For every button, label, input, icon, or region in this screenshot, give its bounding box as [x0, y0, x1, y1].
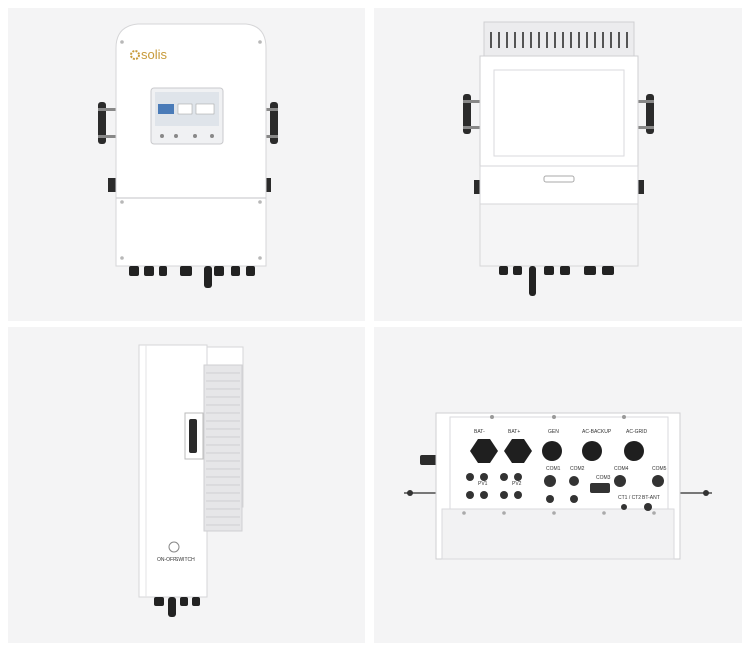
inverter-back-image [463, 21, 654, 296]
solis-logo: solis [130, 47, 168, 62]
inverter-bottom-image: BAT- BAT+ GEN AC-BACKUP AC-GRID COM1 COM… [404, 412, 712, 560]
back-view-panel [374, 8, 742, 321]
svg-text:solis: solis [141, 47, 168, 62]
port-label-com2: COM2 [570, 466, 585, 472]
port-label-gen: GEN [548, 429, 559, 435]
port-label-ct: CT1 / CT2 [618, 495, 641, 501]
port-label-com5: COM5 [652, 466, 667, 472]
left-handle [98, 102, 106, 144]
port-label-bt-ant: BT-ANT [642, 495, 660, 501]
port-label-ac-backup: AC-BACKUP [582, 429, 612, 435]
heatsink-mesh [203, 364, 243, 532]
back-connectors [499, 266, 614, 296]
front-connectors [129, 266, 255, 288]
on-off-switch [168, 541, 180, 553]
port-label-com3: COM3 [596, 475, 611, 481]
side-body [138, 344, 208, 598]
port-label-pv2: PV2 [512, 481, 522, 487]
port-label-bat-plus: BAT+ [508, 429, 520, 435]
bottom-view-panel: BAT- BAT+ GEN AC-BACKUP AC-GRID COM1 COM… [374, 327, 742, 643]
inverter-body [115, 23, 267, 267]
switch-label-2: SWITCH [175, 557, 195, 563]
port-label-com1: COM1 [546, 466, 561, 472]
main-connectors [470, 439, 644, 463]
right-handle [270, 102, 278, 144]
front-view-panel: solis [8, 8, 365, 321]
port-label-com4: COM4 [614, 466, 629, 472]
port-label-pv1: PV1 [478, 481, 488, 487]
inverter-front-image: solis [98, 23, 278, 288]
inverter-side-image: ON-OFF SWITCH [138, 344, 244, 617]
port-label-bat-minus: BAT- [474, 429, 485, 435]
side-handle [189, 419, 197, 453]
port-label-ac-grid: AC-GRID [626, 429, 648, 435]
switch-label-1: ON-OFF [157, 557, 176, 563]
side-view-panel: ON-OFF SWITCH [8, 327, 365, 643]
